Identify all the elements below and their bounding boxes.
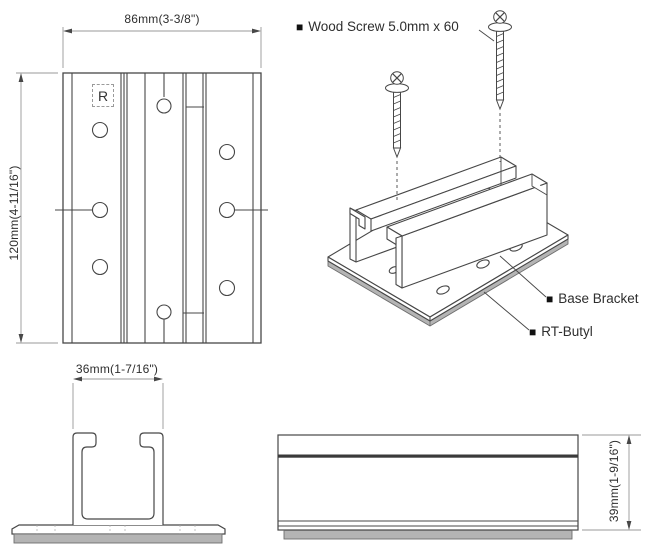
rt-butyl-label-text: RT-Butyl	[541, 324, 593, 339]
black-square-icon: ■	[546, 291, 554, 306]
side-view-dimensions	[582, 434, 641, 531]
rail-rear-wall	[349, 156, 517, 263]
rt-butyl-label: ■ RT-Butyl	[529, 324, 593, 339]
black-square-icon: ■	[529, 324, 537, 339]
wood-screw-label: ■ Wood Screw 5.0mm x 60	[296, 19, 459, 34]
front-view-width-dimension: 36mm(1-7/16")	[75, 362, 159, 376]
front-view-dimensions	[72, 376, 164, 429]
wood-screw-label-text: Wood Screw 5.0mm x 60	[308, 19, 459, 34]
base-bracket-label-text: Base Bracket	[558, 291, 639, 306]
wood-screw-left	[385, 71, 409, 200]
side-view-height-dimension: 39mm(1-9/16")	[607, 439, 621, 523]
base-bracket-label: ■ Base Bracket	[546, 291, 639, 306]
orientation-marking-box: R	[92, 84, 114, 107]
top-view-dimensions	[16, 27, 262, 344]
top-view-drawing	[55, 72, 268, 344]
orientation-marking: R	[97, 87, 109, 104]
top-view-height-dimension: 120mm(4-11/16")	[7, 165, 21, 261]
top-view-width-dimension: 86mm(3-3/8")	[124, 12, 200, 26]
rail-front-wall	[386, 173, 548, 289]
black-square-icon: ■	[296, 19, 304, 34]
wood-screw-right	[488, 10, 512, 162]
iso-view-drawing	[327, 29, 569, 331]
side-view-drawing	[277, 434, 579, 540]
front-view-drawing	[11, 432, 226, 544]
